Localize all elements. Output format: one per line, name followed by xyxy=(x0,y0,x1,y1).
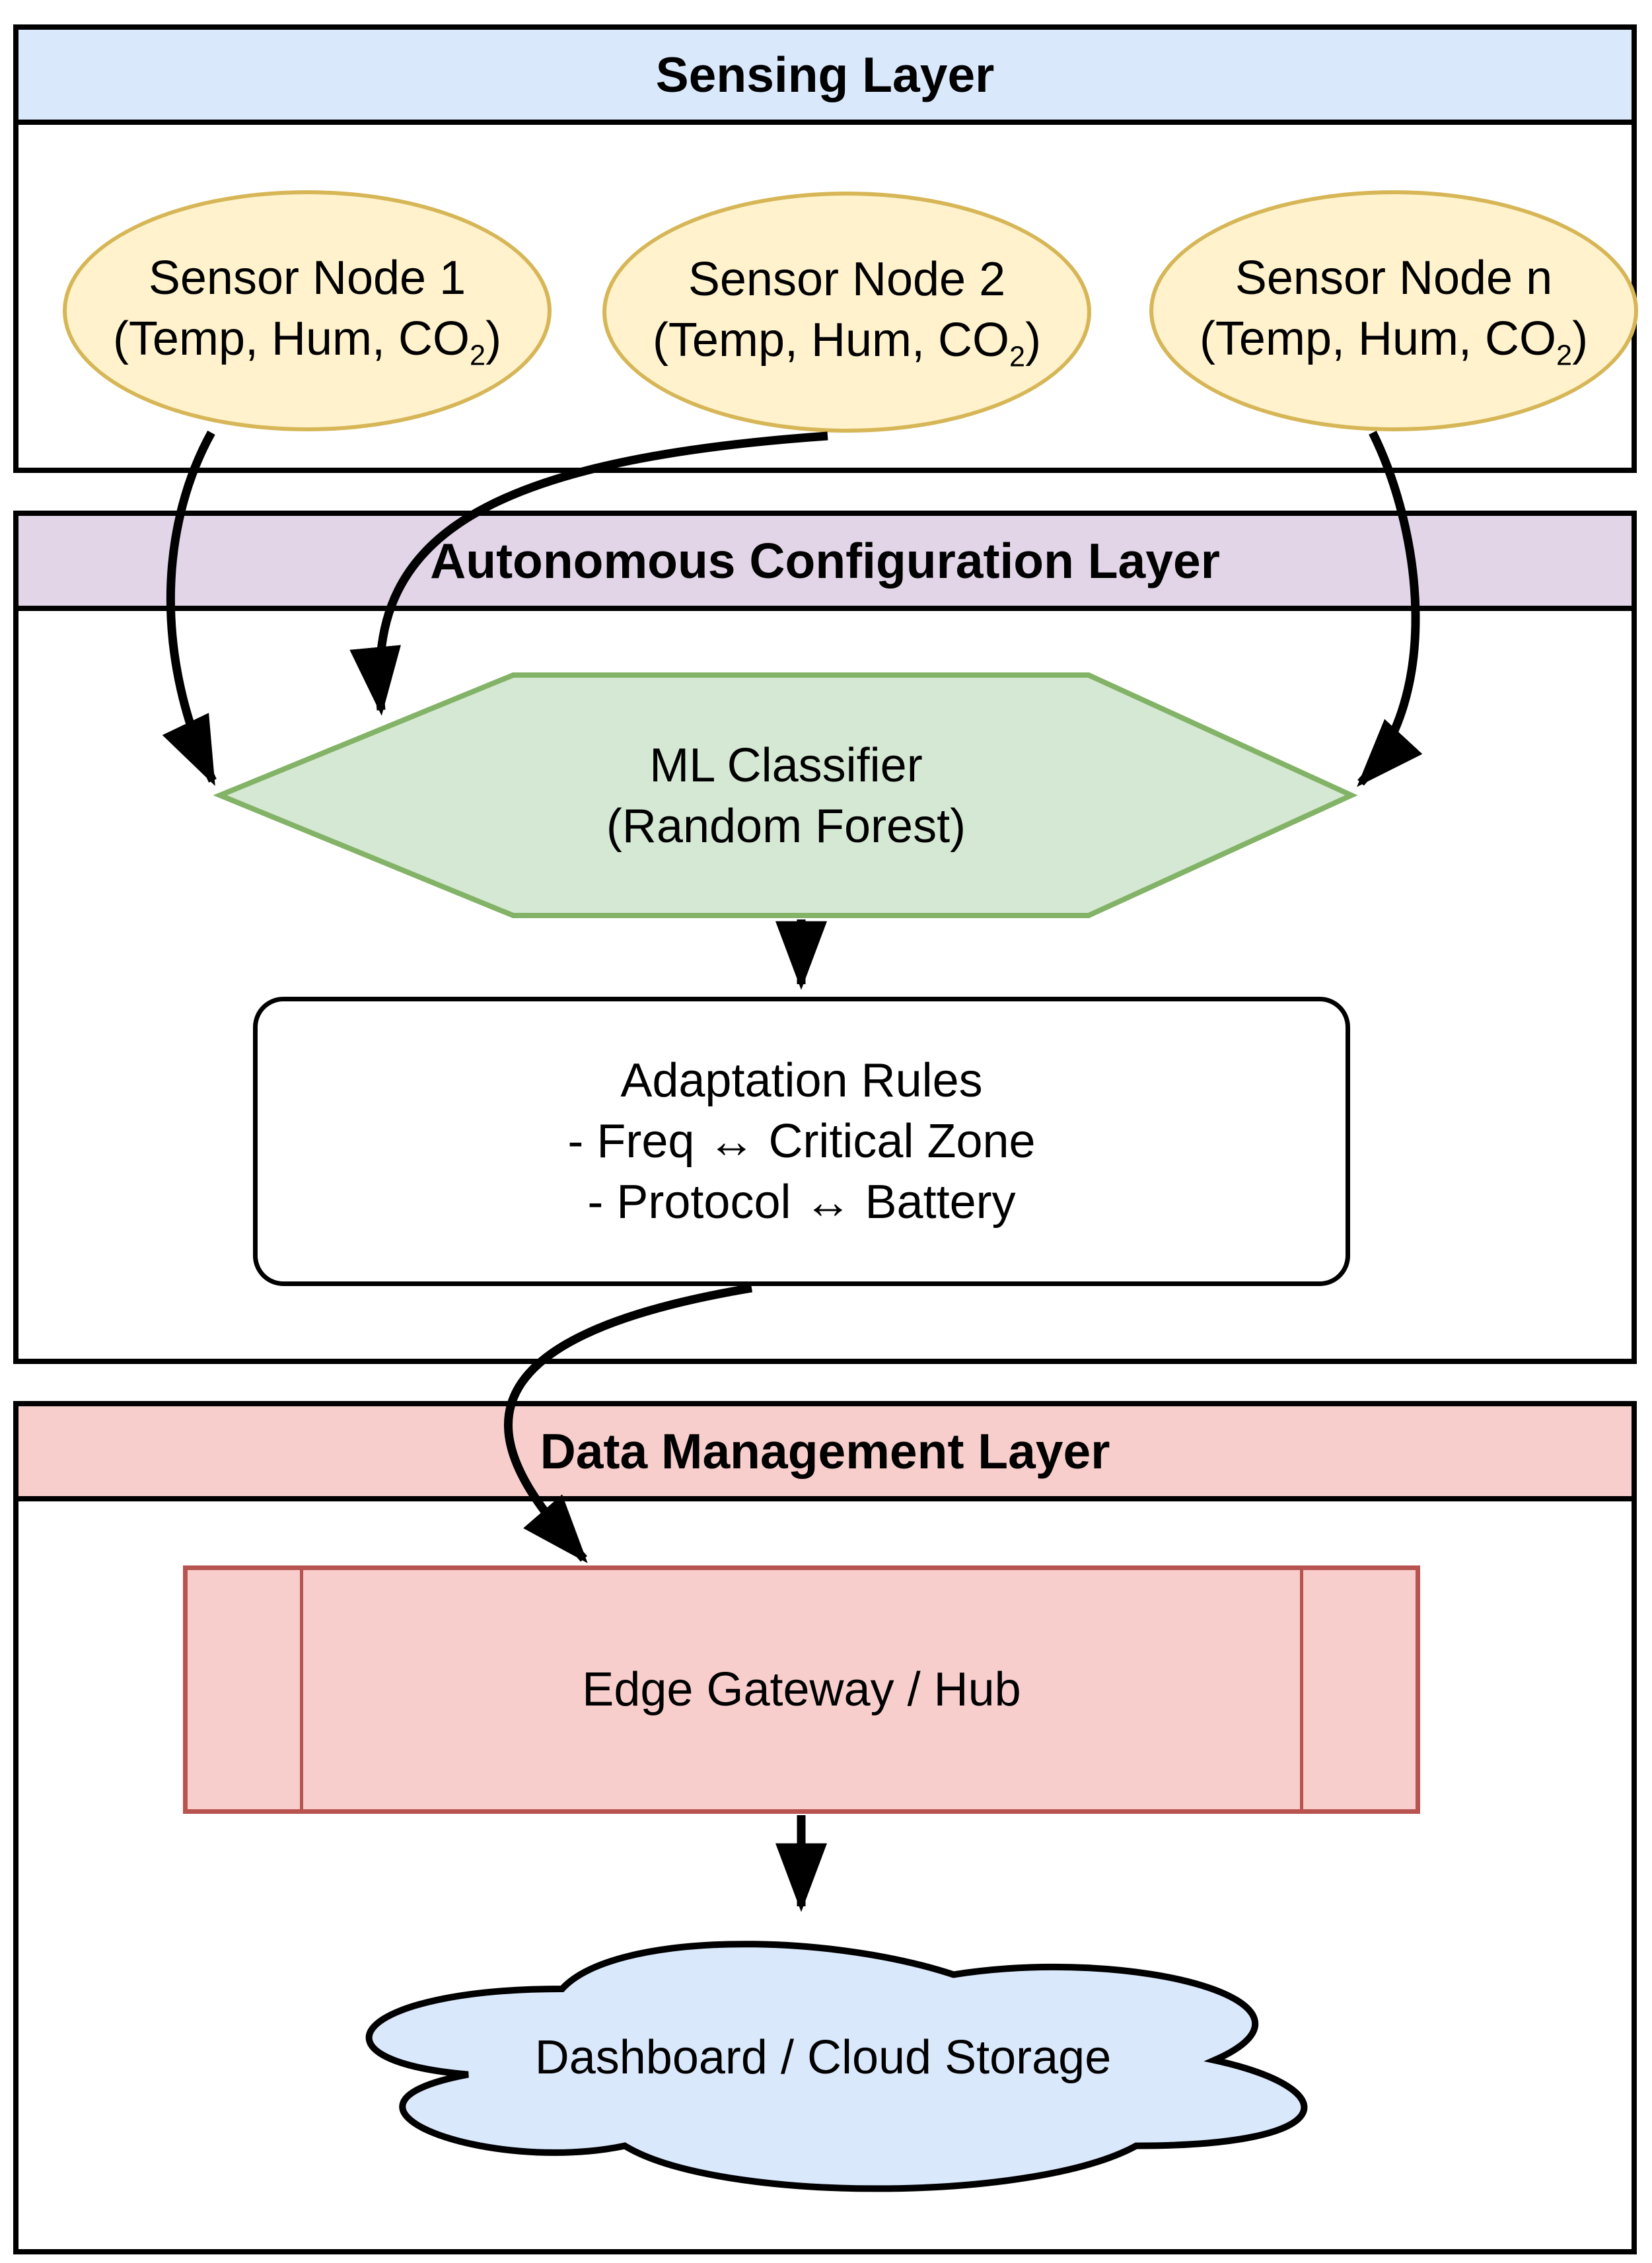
sensor-node-n-ellipse: Sensor Node n (Temp, Hum, CO2) xyxy=(1149,190,1638,431)
sensor-node-n-label: Sensor Node n (Temp, Hum, CO2) xyxy=(1200,248,1588,375)
sensor-node-1-params: (Temp, Hum, CO2) xyxy=(112,312,502,372)
sensor-node-n-title: Sensor Node n xyxy=(1235,251,1553,305)
adaptation-rules-title: Adaptation Rules xyxy=(620,1054,983,1107)
data-management-layer-header: Data Management Layer xyxy=(18,1406,1632,1501)
sensor-node-2-label: Sensor Node 2 (Temp, Hum, CO2) xyxy=(653,249,1041,376)
adaptation-rule-freq: - Freq ↔ Critical Zone xyxy=(567,1114,1036,1168)
sensor-node-2-ellipse: Sensor Node 2 (Temp, Hum, CO2) xyxy=(602,192,1091,433)
autonomous-configuration-layer-header: Autonomous Configuration Layer xyxy=(18,516,1632,611)
adaptation-rule-protocol: - Protocol ↔ Battery xyxy=(587,1176,1016,1229)
edge-gateway-label: Edge Gateway / Hub xyxy=(582,1663,1021,1716)
adaptation-rules-box: Adaptation Rules - Freq ↔ Critical Zone … xyxy=(253,997,1350,1286)
sensor-node-2-title: Sensor Node 2 xyxy=(688,252,1006,306)
edge-gateway-box: Edge Gateway / Hub xyxy=(183,1565,1420,1814)
sensor-node-n-params: (Temp, Hum, CO2) xyxy=(1199,312,1589,372)
sensing-layer-title: Sensing Layer xyxy=(655,47,995,102)
sensor-node-2-params: (Temp, Hum, CO2) xyxy=(652,313,1042,373)
data-management-layer-title: Data Management Layer xyxy=(540,1423,1110,1479)
autonomous-configuration-layer-title: Autonomous Configuration Layer xyxy=(430,533,1220,589)
gateway-right-divider xyxy=(1300,1570,1303,1809)
data-management-layer-box: Data Management Layer xyxy=(13,1401,1637,2254)
gateway-left-divider xyxy=(300,1570,303,1809)
sensor-node-1-ellipse: Sensor Node 1 (Temp, Hum, CO2) xyxy=(63,190,552,431)
sensor-node-1-label: Sensor Node 1 (Temp, Hum, CO2) xyxy=(113,248,501,375)
sensor-node-1-title: Sensor Node 1 xyxy=(148,251,466,305)
sensing-layer-header: Sensing Layer xyxy=(18,30,1632,125)
